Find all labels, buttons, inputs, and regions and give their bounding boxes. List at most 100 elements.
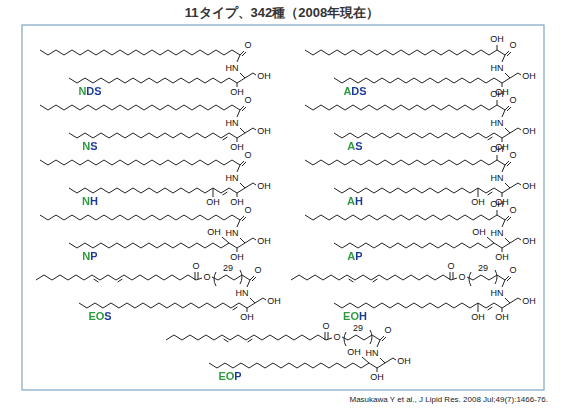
ceramide-structure [40, 215, 256, 252]
bond-line [247, 303, 255, 308]
bond-line [502, 303, 510, 308]
atom-label: O [509, 266, 516, 275]
bond-line [237, 188, 245, 193]
bond-line [487, 237, 494, 243]
bond-line [502, 188, 510, 193]
bond-line [502, 243, 510, 248]
bond-line [248, 339, 253, 342]
ceramide-type-label: NDS [78, 86, 101, 97]
ceramide-structure [305, 210, 521, 252]
bond-line [328, 332, 329, 339]
bond-line [502, 165, 505, 172]
ceramide-structure [305, 100, 521, 142]
atom-label: O [192, 262, 199, 271]
bond-line [488, 192, 493, 195]
atom-label: OH [230, 253, 244, 262]
bond-line [334, 188, 502, 193]
bond-line [334, 303, 502, 308]
bond-line [305, 105, 505, 110]
bond-line [94, 279, 99, 282]
atom-label: HN [491, 174, 504, 183]
ceramide-structure [291, 270, 521, 312]
bond-line [510, 238, 521, 243]
bond-line [349, 279, 354, 282]
bond-line [166, 335, 326, 340]
citation: Masukawa Y et al., J Lipid Res. 2008 Jul… [350, 396, 549, 404]
bond-line [245, 238, 256, 243]
bond-line [502, 308, 503, 312]
atom-label: OH [370, 373, 384, 382]
atom-label: OH [495, 253, 509, 262]
bond-line [255, 298, 266, 303]
atom-label: HN [491, 119, 504, 128]
atom-label: O [509, 96, 516, 105]
atom-label: O [509, 206, 516, 215]
bond-line [507, 52, 511, 56]
bond-line [237, 165, 240, 172]
bond-line [342, 335, 380, 340]
bond-line [222, 237, 229, 243]
atom-label: O [509, 151, 516, 160]
atom-label: O [384, 326, 391, 335]
bond-line [377, 368, 378, 372]
atom-label: OH [257, 182, 271, 191]
bond-line [502, 133, 510, 138]
bond-line [196, 278, 202, 280]
bond-line [510, 128, 521, 133]
ceramide-type-label: AH [347, 196, 363, 207]
atom-label: OH [257, 237, 271, 246]
bond-line [362, 357, 369, 363]
bond-line [237, 110, 240, 117]
atom-label: OH [230, 143, 244, 152]
bond-line [118, 279, 123, 282]
bond-line [237, 248, 238, 252]
atom-label: O [244, 41, 251, 50]
ceramide-type-label: AS [347, 141, 362, 152]
bond-line [507, 217, 511, 221]
repeat-bracket [469, 272, 471, 286]
bond-line [305, 160, 505, 165]
bond-line [213, 188, 214, 197]
atom-label: OH [347, 348, 361, 357]
bond-line [240, 73, 245, 78]
atom-label: 29 [478, 264, 488, 273]
atom-label: OH [522, 182, 536, 191]
atom-label: OH [522, 72, 536, 81]
atom-label: O [509, 41, 516, 50]
bond-line [245, 128, 256, 133]
atom-label: O [244, 96, 251, 105]
bond-line [502, 248, 503, 252]
bond-line [502, 280, 505, 287]
bond-line [305, 215, 505, 220]
atom-label: O [322, 322, 329, 331]
atom-label: OH [257, 72, 271, 81]
ceramide-structure [40, 160, 256, 197]
repeat-bracket [370, 330, 372, 344]
bond-line [334, 243, 502, 248]
bond-line [502, 55, 505, 62]
bond-line [69, 243, 237, 248]
atom-label: OH [490, 200, 504, 209]
figure-frame [22, 25, 544, 390]
bond-line [223, 192, 228, 195]
atom-label: HN [226, 174, 239, 183]
bond-line [252, 277, 256, 281]
ceramide-structure [166, 330, 396, 372]
atom-label: O [244, 151, 251, 160]
atom-label: 29 [223, 264, 233, 273]
bond-line [502, 78, 510, 83]
atom-label: OH [240, 313, 254, 322]
bond-line [69, 78, 237, 83]
bond-line [240, 238, 245, 243]
bond-line [497, 100, 498, 105]
atom-label: OH [495, 313, 509, 322]
bond-line [451, 278, 457, 280]
atom-label: HN [491, 289, 504, 298]
figure-title: 11タイプ、342種（2008年現在） [185, 6, 379, 19]
atom-label: OH [490, 35, 504, 44]
atom-label: HN [226, 64, 239, 73]
bond-line [326, 338, 332, 340]
ceramide-type-label: EOS [88, 311, 111, 322]
bond-line [69, 133, 237, 138]
atom-label: O [254, 266, 261, 275]
